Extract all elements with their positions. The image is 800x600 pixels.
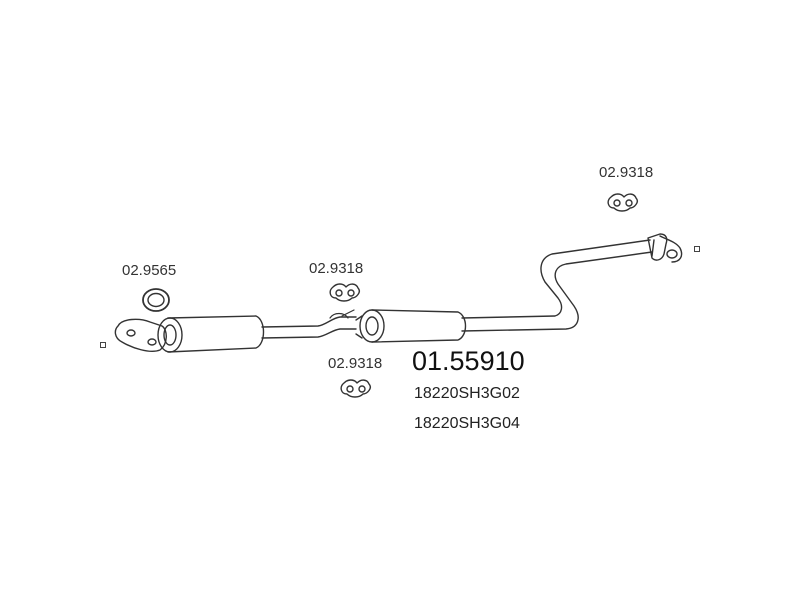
front-flange [114,318,167,352]
callout-hanger-mid-top: 02.9318 [309,260,364,277]
rubber-hanger-mid-top [329,283,361,302]
front-silencer [157,315,265,353]
callout-hanger-rear: 02.9318 [599,164,654,181]
rubber-hanger-rear [607,193,639,212]
rear-end-marker [694,246,700,252]
part-number: 01.55910 [412,346,525,376]
oem-number: 18220SH3G02 [414,385,520,402]
callout-hanger-mid-bottom: 02.9318 [328,355,383,372]
oem-number: 18220SH3G04 [414,415,520,432]
middle-silencer [355,309,467,343]
callout-clamp-ring: 02.9565 [122,262,177,279]
front-end-marker [100,342,106,348]
rear-outlet [647,233,683,263]
tail-pipe [461,239,653,332]
rubber-hanger-mid-bottom [340,379,372,398]
clamp-ring [142,288,170,312]
intermediate-pipe [261,309,357,339]
